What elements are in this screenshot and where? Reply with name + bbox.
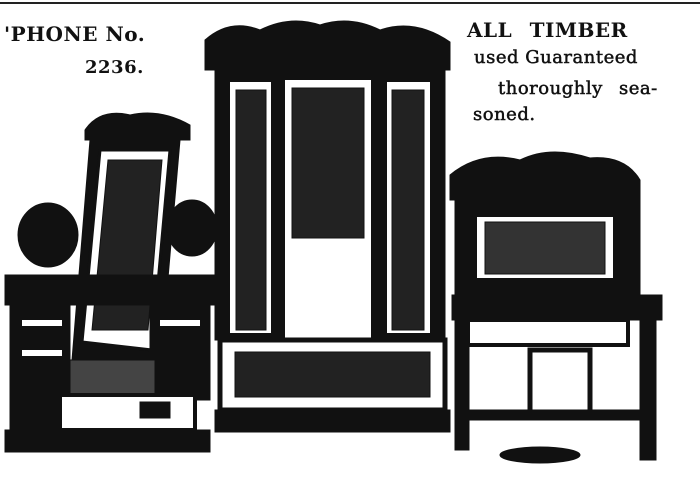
top-rule [0, 2, 700, 4]
timber-text-line: used Guaranteed [474, 47, 638, 69]
wardrobe-illustration [204, 20, 451, 433]
washstand-illustration [449, 151, 663, 464]
phone-label: 'PHONE No. [4, 22, 146, 46]
phone-number: 2236. [85, 57, 144, 78]
timber-text-line: soned. [473, 104, 536, 126]
dressing-table-illustration [4, 112, 218, 453]
timber-text-line: thoroughly sea- [498, 78, 658, 100]
timber-heading: ALL TIMBER [467, 18, 628, 42]
